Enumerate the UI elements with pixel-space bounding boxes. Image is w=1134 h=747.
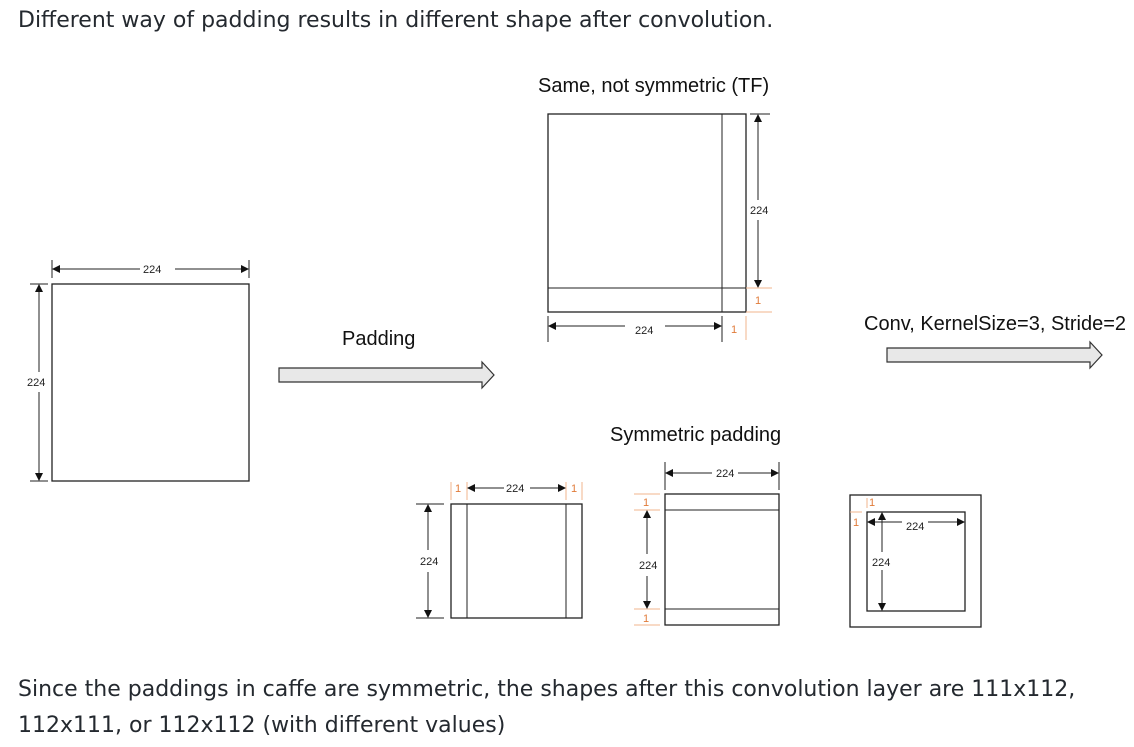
all-pad-left-label: 1: [853, 517, 859, 529]
conv-label: Conv, KernelSize=3, Stride=2: [864, 313, 1126, 335]
same-outer-square: [547, 113, 747, 313]
all-height-label: 224: [872, 557, 890, 569]
intro-text: Different way of padding results in diff…: [18, 8, 774, 33]
same-padding-map: 224 1 224 1: [547, 113, 772, 342]
all-width-label: 224: [906, 521, 924, 533]
same-height-label: 224: [750, 205, 768, 217]
same-pad-right-label: 1: [731, 324, 737, 336]
conv-arrow: [886, 340, 1103, 370]
tb-width-label: 224: [716, 468, 734, 480]
conclusion-line-1: Since the paddings in caffe are symmetri…: [18, 677, 1076, 702]
input-square: [51, 283, 250, 482]
conclusion-text: Since the paddings in caffe are symmetri…: [18, 672, 1118, 744]
symmetric-title: Symmetric padding: [610, 424, 781, 446]
input-feature-map: 224 224: [27, 260, 250, 482]
input-width-label: 224: [143, 264, 161, 276]
lr-outer-square: [450, 503, 583, 619]
tb-height-label: 224: [639, 560, 657, 572]
padding-arrow: [278, 360, 495, 390]
input-height-label: 224: [27, 377, 45, 389]
same-title: Same, not symmetric (TF): [538, 75, 769, 97]
padding-label: Padding: [342, 328, 415, 350]
all-outer-square: [849, 494, 982, 628]
lr-width-label: 224: [506, 483, 524, 495]
same-width-label: 224: [635, 325, 653, 337]
lr-pad-left-label: 1: [455, 483, 461, 495]
lr-height-label: 224: [420, 556, 438, 568]
all-pad-top-label: 1: [869, 497, 875, 509]
lr-pad-right-label: 1: [571, 483, 577, 495]
symmetric-tb-map: 224 1 1 224: [634, 462, 780, 626]
conclusion-line-2: 112x111, or 112x112 (with different valu…: [18, 713, 506, 738]
all-inner-square: [866, 511, 966, 612]
symmetric-all-map: 1 1 224 224: [849, 494, 982, 628]
tb-outer-square: [664, 493, 780, 626]
tb-pad-top-label: 1: [643, 497, 649, 509]
symmetric-lr-map: 1 1 224 224: [416, 482, 583, 619]
same-pad-bottom-label: 1: [755, 295, 761, 307]
tb-pad-bottom-label: 1: [643, 613, 649, 625]
